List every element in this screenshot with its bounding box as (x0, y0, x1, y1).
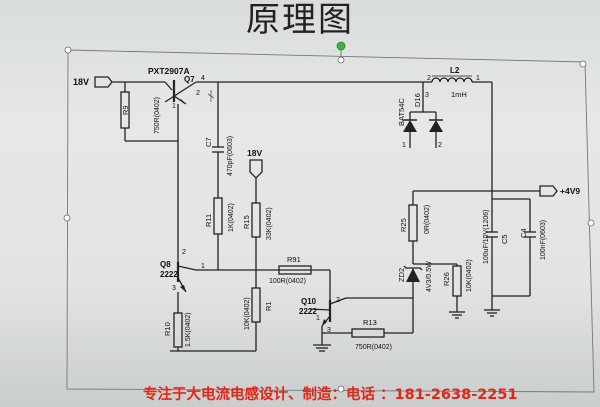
q7-pin1: 1 (172, 103, 176, 110)
capacitor-c7[interactable] (212, 146, 224, 153)
c5-value: 100uF/10V(1206) (483, 210, 490, 264)
r11-ref: R11 (204, 214, 213, 227)
resistor-r13[interactable] (351, 328, 385, 338)
q10-pin2: 2 (336, 297, 340, 304)
d16-part: BAT54C (397, 98, 406, 126)
l2-pin1: 1 (476, 75, 480, 82)
selection-marker-icon (207, 90, 215, 102)
q7-part: PXT2907A (148, 66, 190, 76)
l2-pin2: 2 (427, 75, 431, 82)
net-18v-input: 18V (73, 76, 178, 142)
handle-left-middle[interactable] (63, 214, 71, 222)
handle-bottom-center[interactable] (337, 385, 345, 393)
net-plus-4v9: +4V9 (539, 185, 580, 197)
d16-pin3: 3 (425, 92, 429, 99)
c7-ref: C7 (204, 137, 213, 147)
c7-value: 470pF(0603) (227, 136, 234, 176)
handle-top-right[interactable] (579, 60, 587, 68)
q10-ref: Q10 (301, 297, 317, 306)
net-18v-mid: 18V (247, 148, 263, 203)
selection-frame[interactable] (63, 41, 595, 393)
r91-ref: R91 (287, 255, 301, 264)
q8-pin3: 3 (172, 285, 176, 292)
net-label-4v9: +4V9 (560, 186, 580, 196)
resistor-r25[interactable] (408, 204, 418, 242)
r13-value: 750R(0402) (355, 344, 392, 351)
q10-pin1: 1 (316, 315, 320, 322)
resistor-r10[interactable] (173, 312, 183, 348)
q10-pin3: 3 (327, 327, 331, 334)
zd2-ref: ZD2 (397, 268, 406, 282)
q7-pin4: 4 (201, 75, 205, 82)
d16-pin1: 1 (402, 142, 406, 149)
r15-ref: R15 (242, 215, 251, 229)
resistor-r91[interactable] (278, 265, 312, 275)
r26-value: 10K(0402) (466, 259, 473, 292)
q8-pin1: 1 (201, 263, 205, 270)
q7-ref: Q7 (184, 75, 195, 84)
q7-pin2: 2 (196, 90, 200, 97)
r13-ref: R13 (363, 318, 377, 327)
zener-zd2[interactable] (403, 265, 423, 282)
rotate-handle[interactable] (336, 41, 346, 51)
q10-part: 2222 (299, 307, 317, 316)
r10-ref: R10 (163, 322, 172, 336)
r1-value: 10K(0402) (244, 297, 251, 330)
q8-ref: Q8 (160, 260, 171, 269)
r26-ref: R26 (442, 272, 451, 286)
handle-top-center[interactable] (337, 56, 345, 64)
inductor-l2[interactable] (431, 77, 473, 83)
l2-ref: L2 (450, 66, 460, 75)
resistor-r15[interactable] (251, 202, 261, 238)
ground-c5 (484, 309, 500, 317)
r25-ref: R25 (399, 218, 408, 232)
diode-d16[interactable] (403, 82, 443, 148)
q8-part: 2222 (160, 270, 178, 279)
handle-right-middle[interactable] (587, 219, 595, 227)
r9-ref: R9 (121, 105, 130, 115)
c4-ref: C4 (519, 228, 528, 238)
r91-value: 100R(0402) (269, 278, 306, 285)
q8-pin2: 2 (182, 249, 186, 256)
transistor-q7[interactable] (164, 80, 218, 141)
zd2-value: 4V3/0.5W (426, 261, 433, 292)
r15-value: 33K(0402) (266, 207, 273, 240)
resistor-r11[interactable] (213, 197, 223, 235)
r25-value: 0R(0402) (424, 205, 431, 234)
r9-value: 750R(0402) (154, 97, 161, 134)
c4-value: 100nF(0603) (540, 220, 547, 260)
net-label-18v-mid: 18V (247, 148, 262, 158)
l2-value: 1mH (451, 90, 467, 99)
d16-ref: D16 (413, 93, 422, 107)
resistor-r1[interactable] (251, 287, 261, 323)
r1-ref: R1 (264, 301, 273, 311)
net-label-18v: 18V (73, 77, 89, 87)
page-title: 原理图 (246, 0, 354, 40)
c5-ref: C5 (500, 234, 509, 244)
resistor-r26[interactable] (452, 265, 462, 297)
contact-footer: 专注于大电流电感设计、制造：电话 ：181-2638-2251 (143, 387, 518, 403)
transistor-q8[interactable] (176, 192, 197, 293)
handle-top-left[interactable] (64, 46, 72, 54)
ground-symbol (313, 344, 331, 352)
ground-r26 (449, 311, 465, 319)
r11-value: 1K(0402) (228, 203, 235, 232)
d16-pin2: 2 (438, 142, 442, 149)
r10-value: 1.5K(0402) (185, 312, 192, 347)
transistor-q10[interactable] (309, 297, 347, 345)
